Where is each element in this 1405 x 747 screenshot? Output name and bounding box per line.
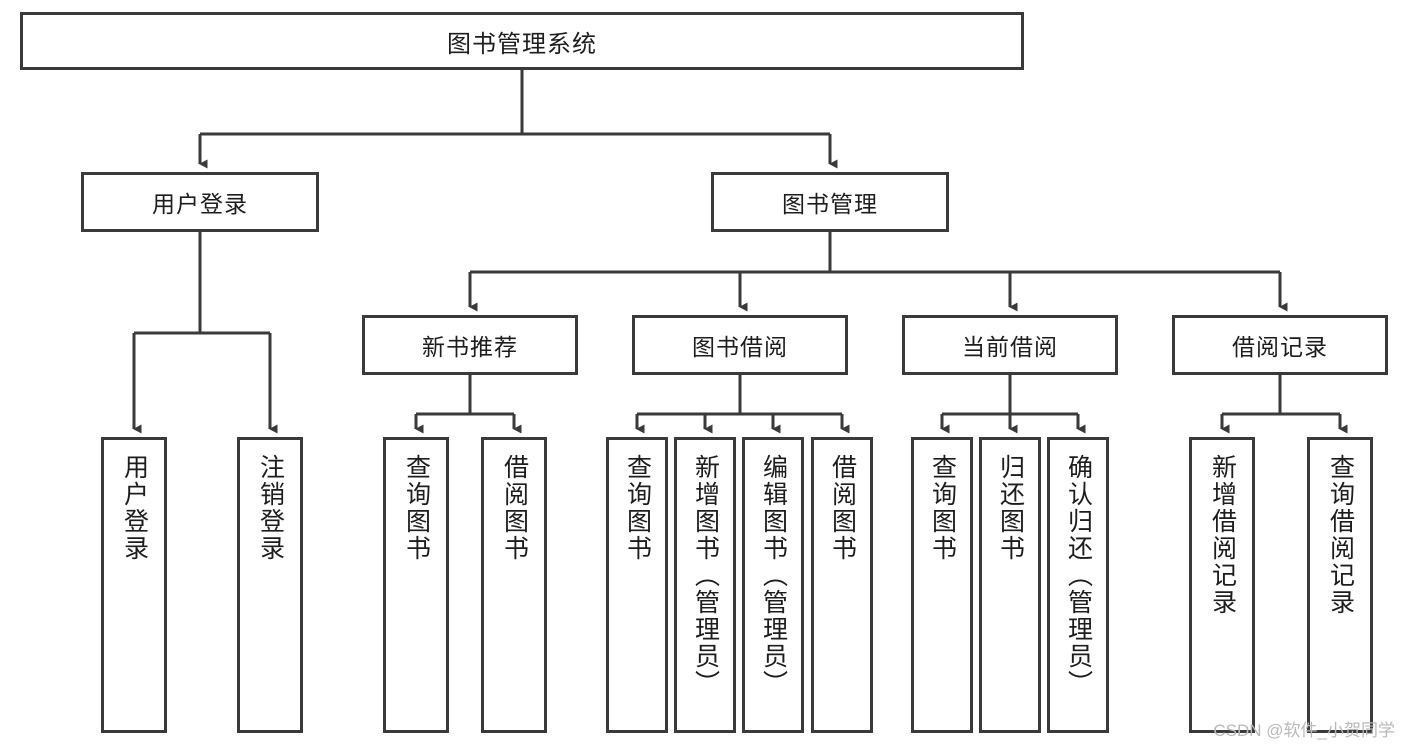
leaf-book-borrow-add[interactable]: 新增图书（管理员） <box>674 437 736 733</box>
node-label: 当前借阅 <box>962 334 1058 360</box>
node-label: 新书推荐 <box>422 334 518 360</box>
leaf-book-borrow-borrow[interactable]: 借阅图书 <box>811 437 873 733</box>
node-label: 借阅记录 <box>1232 334 1328 360</box>
leaf-label: 查询借阅记录 <box>1326 454 1355 616</box>
node-label: 用户登录 <box>152 191 248 217</box>
leaf-label: 查询图书 <box>928 454 957 562</box>
node-book-management[interactable]: 图书管理 <box>711 172 949 232</box>
leaf-book-borrow-query[interactable]: 查询图书 <box>606 437 668 733</box>
leaf-new-book-query[interactable]: 查询图书 <box>383 437 449 733</box>
leaf-label: 编辑图书（管理员） <box>759 454 788 697</box>
leaf-current-borrow-query[interactable]: 查询图书 <box>911 437 973 733</box>
leaf-label: 借阅图书 <box>500 454 529 562</box>
node-user-login[interactable]: 用户登录 <box>81 172 319 232</box>
leaf-label: 用户登录 <box>120 454 149 562</box>
leaf-label: 查询图书 <box>623 454 652 562</box>
leaf-borrow-record-add[interactable]: 新增借阅记录 <box>1189 437 1255 733</box>
leaf-book-borrow-edit[interactable]: 编辑图书（管理员） <box>742 437 804 733</box>
leaf-label: 新增借阅记录 <box>1208 454 1237 616</box>
leaf-label: 借阅图书 <box>828 454 857 562</box>
leaf-label: 新增图书（管理员） <box>691 454 720 697</box>
node-label: 图书管理 <box>782 191 878 217</box>
csdn-watermark: CSDN @软件_小贺同学 <box>1213 721 1395 740</box>
leaf-current-borrow-return[interactable]: 归还图书 <box>979 437 1041 733</box>
node-current-borrow[interactable]: 当前借阅 <box>902 315 1118 375</box>
node-book-borrow[interactable]: 图书借阅 <box>632 315 848 375</box>
node-label: 图书管理系统 <box>447 30 597 58</box>
leaf-user-login-login[interactable]: 用户登录 <box>101 437 167 733</box>
leaf-label: 注销登录 <box>256 454 285 562</box>
leaf-new-book-borrow[interactable]: 借阅图书 <box>481 437 547 733</box>
leaf-label: 归还图书 <box>996 454 1025 562</box>
leaf-current-borrow-confirm-return[interactable]: 确认归还（管理员） <box>1047 437 1109 733</box>
node-new-book-recommend[interactable]: 新书推荐 <box>362 315 578 375</box>
leaf-borrow-record-query[interactable]: 查询借阅记录 <box>1307 437 1373 733</box>
leaf-label: 确认归还（管理员） <box>1064 454 1093 697</box>
leaf-label: 查询图书 <box>402 454 431 562</box>
leaf-user-login-logout[interactable]: 注销登录 <box>237 437 303 733</box>
node-label: 图书借阅 <box>692 334 788 360</box>
node-root-system[interactable]: 图书管理系统 <box>20 12 1024 70</box>
node-borrow-record[interactable]: 借阅记录 <box>1172 315 1388 375</box>
